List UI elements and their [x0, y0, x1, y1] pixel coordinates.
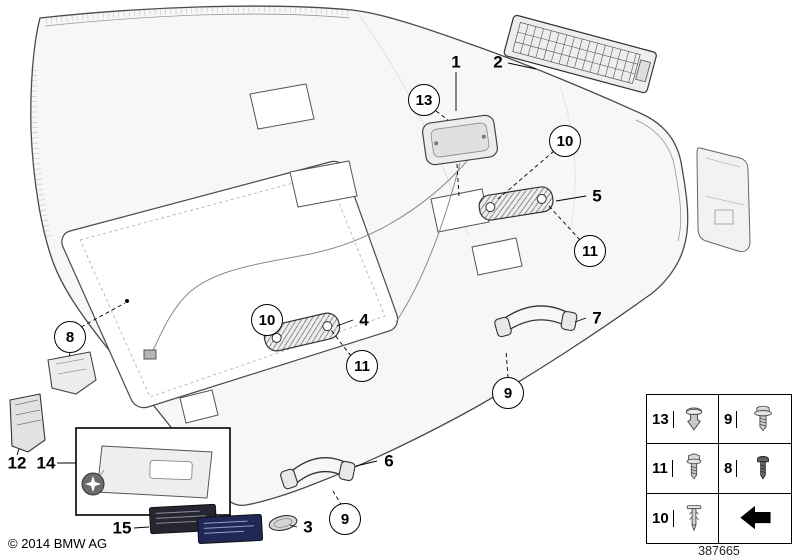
- callout-14[interactable]: 14: [36, 453, 56, 473]
- callout-8[interactable]: 8: [54, 321, 86, 353]
- grab-handle-right: [494, 305, 578, 338]
- diagram-number: 387665: [698, 544, 740, 558]
- legend-number: 13: [650, 410, 674, 428]
- legend-number: 10: [650, 509, 674, 527]
- legend-cell-9: 9: [719, 395, 791, 445]
- callout-7[interactable]: 7: [592, 308, 602, 328]
- legend-cell-10: 10: [647, 493, 719, 543]
- handle-bracket-rear: [478, 186, 554, 221]
- legend-cell-11: 11: [647, 444, 719, 494]
- callout-9[interactable]: 9: [329, 503, 361, 535]
- callout-11[interactable]: 11: [574, 235, 606, 267]
- legend-number: 9: [722, 410, 738, 428]
- grab-handle-front: [280, 457, 356, 490]
- legend-cell-13: 13: [647, 395, 719, 445]
- bracket-corner: [9, 393, 46, 453]
- leader-lines: [16, 62, 587, 529]
- rivet-clip-icon: [674, 402, 715, 436]
- callout-2[interactable]: 2: [493, 52, 503, 72]
- callout-10[interactable]: 10: [251, 304, 283, 336]
- antenna-cables: [143, 159, 469, 360]
- accessory-box: [75, 427, 231, 516]
- callout-9[interactable]: 9: [492, 377, 524, 409]
- side-trim-panel: [696, 147, 751, 253]
- legend-number: 11: [650, 459, 673, 477]
- fastener-legend: 13 9 11 8 10: [646, 394, 792, 544]
- callout-6[interactable]: 6: [384, 451, 394, 471]
- callout-4[interactable]: 4: [359, 310, 369, 330]
- legend-number: 8: [722, 459, 738, 477]
- vent-grille: [503, 14, 657, 94]
- callout-3[interactable]: 3: [303, 517, 313, 537]
- screw-small-icon: [737, 451, 788, 485]
- mount-point-dot: [125, 299, 129, 303]
- callout-5[interactable]: 5: [592, 186, 602, 206]
- callout-1[interactable]: 1: [451, 52, 461, 72]
- legend-cell-arrow: [719, 494, 791, 543]
- callout-11[interactable]: 11: [346, 350, 378, 382]
- callout-10[interactable]: 10: [549, 125, 581, 157]
- callout-13[interactable]: 13: [408, 84, 440, 116]
- handle-bracket-front: [263, 312, 341, 352]
- expansion-pin-icon: [674, 501, 715, 535]
- info-plates: [148, 503, 264, 545]
- screw-icon: [737, 402, 788, 436]
- callout-15[interactable]: 15: [112, 518, 132, 538]
- direction-arrow-icon: [722, 499, 788, 537]
- panel-cutouts: [179, 83, 523, 424]
- bolt-icon: [673, 451, 715, 485]
- roof-module: [421, 114, 499, 166]
- bracket-left: [47, 351, 97, 395]
- copyright-text: © 2014 BMW AG: [8, 536, 108, 551]
- legend-cell-8: 8: [719, 444, 791, 494]
- cover-cap: [268, 515, 298, 531]
- callout-12[interactable]: 12: [7, 453, 27, 473]
- legend-grid: 13 9 11 8 10: [647, 395, 791, 543]
